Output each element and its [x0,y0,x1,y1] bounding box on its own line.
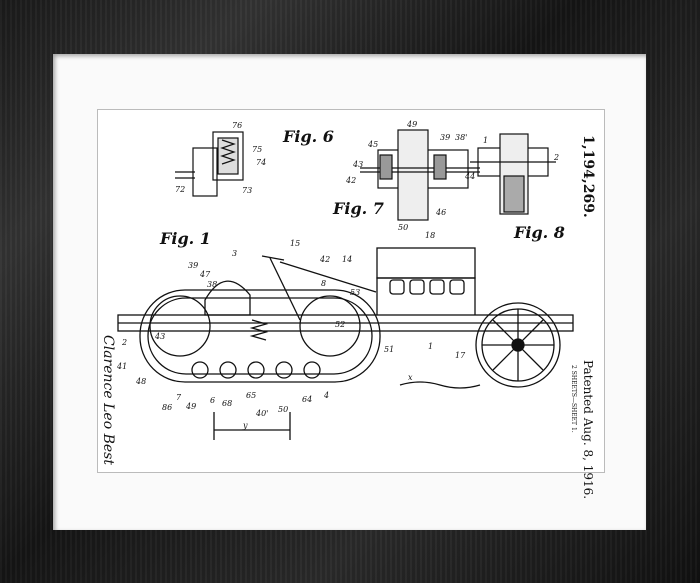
label-46: 46 [435,208,446,217]
patent-number: 1,194,269. [580,135,596,218]
label-45: 45 [367,140,378,149]
label-48: 48 [135,377,146,386]
patent-date: Patented Aug. 8, 1916. [581,360,595,499]
label-6: 6 [210,396,215,405]
label-y: y [242,421,248,430]
fig1-title: Fig. 1 [159,229,211,248]
label-49-fig1: 49 [185,402,196,411]
label-38p: 38' [455,133,467,142]
label-7: 7 [176,393,182,402]
fig7-title: Fig. 7 [332,199,384,218]
label-x: x [408,373,413,382]
label-15: 15 [290,239,300,248]
label-52: 52 [335,320,345,329]
label-65: 65 [246,391,256,400]
label-41: 41 [116,362,127,371]
label-2: 2 [553,153,559,162]
fig1-drawing [117,247,574,440]
label-74: 74 [256,158,266,167]
label-1-fig1: 1 [428,342,433,351]
label-53: 53 [350,288,360,297]
label-4: 4 [323,391,329,400]
fig6-title: Fig. 6 [282,127,334,146]
label-64: 64 [302,395,312,404]
fig6-drawing [175,131,244,197]
label-2-fig1: 2 [121,338,127,347]
label-43-fig1: 43 [154,332,165,341]
label-51: 51 [384,345,394,354]
label-1: 1 [483,136,488,145]
label-39-fig1: 39 [188,261,198,270]
label-50: 50 [398,223,408,232]
label-49: 49 [406,120,417,129]
fig8-drawing [470,133,556,215]
label-8: 8 [321,279,326,288]
label-72: 72 [175,185,185,194]
label-73: 73 [242,186,252,195]
label-39: 39 [440,133,450,142]
label-14: 14 [342,255,352,264]
label-86: 86 [162,403,172,412]
inventor-signature: Clarence Leo Best [100,335,116,465]
sheet-info: 2 SHEETS—SHEET 1. [570,365,577,433]
label-40p: 40' [255,409,268,418]
label-44: 44 [464,172,475,181]
label-43: 43 [352,160,363,169]
label-75: 75 [252,145,262,154]
label-3: 3 [232,249,237,258]
fig7-drawing [360,129,480,221]
label-76: 76 [232,121,242,130]
label-42-fig1: 42 [319,255,330,264]
label-18: 18 [425,231,435,240]
label-47: 47 [199,270,211,279]
label-68: 68 [222,399,232,408]
label-42: 42 [345,176,356,185]
fig8-title: Fig. 8 [513,223,565,242]
label-17: 17 [455,351,466,360]
label-38: 38 [207,280,217,289]
label-50-fig1: 50 [278,405,288,414]
